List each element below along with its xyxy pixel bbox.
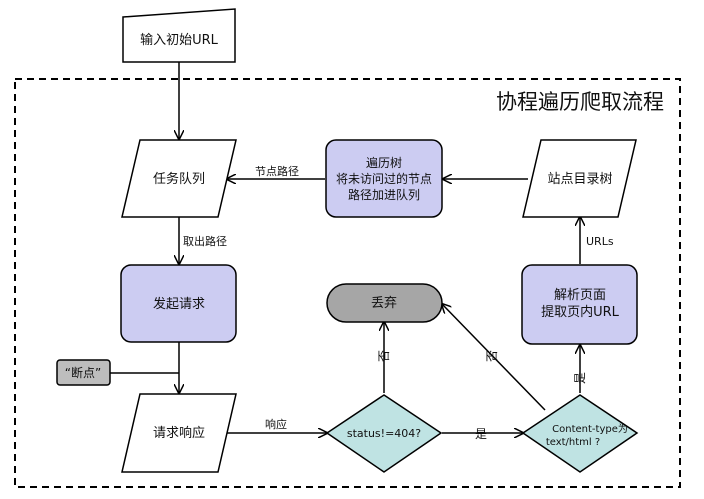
parse-page-node xyxy=(521,264,638,345)
content-type-check-node xyxy=(521,394,639,473)
traverse-tree-line3: 路径加进队列 xyxy=(348,187,420,202)
input-url-label: 输入初始URL xyxy=(140,32,219,48)
site-tree-label: 站点目录树 xyxy=(547,172,612,187)
diagram-title: 协程遍历爬取流程 xyxy=(496,90,664,114)
parse-page-line1: 解析页面 xyxy=(554,288,606,303)
traverse-tree-line2: 将未访问过的节点 xyxy=(336,171,432,186)
edge-label-yes-content: 是 xyxy=(573,372,587,384)
response-node xyxy=(121,393,237,473)
input-url-node xyxy=(122,8,236,63)
edge-label-yes-status: 是 xyxy=(475,427,487,441)
send-request-node xyxy=(120,264,237,343)
task-queue-node xyxy=(121,139,237,218)
edge-label-node-path: 节点路径 xyxy=(255,165,299,178)
status-check-node xyxy=(325,394,443,473)
edge-label-response: 响应 xyxy=(265,417,287,431)
traverse-tree-line1: 遍历树 xyxy=(366,155,402,170)
breakpoint-label: “断点” xyxy=(65,365,101,380)
coroutine-boundary xyxy=(14,78,681,488)
response-label: 请求响应 xyxy=(153,425,205,441)
status-check-label: status!=404? xyxy=(347,427,421,440)
task-queue-label: 任务队列 xyxy=(153,171,205,187)
site-tree-node xyxy=(522,139,637,218)
send-request-label: 发起请求 xyxy=(153,296,205,312)
discard-node xyxy=(326,283,443,323)
edge-label-urls: URLs xyxy=(586,235,614,248)
edge-content-to-discard xyxy=(442,304,546,411)
traverse-tree-node xyxy=(325,139,443,218)
parse-page-line2: 提取页内URL xyxy=(541,304,620,320)
edge-label-no-status: 否 xyxy=(377,350,391,362)
content-type-line1: Content-type为 xyxy=(552,423,628,435)
discard-label: 丢弃 xyxy=(371,296,397,311)
edge-label-no-content: 否 xyxy=(485,350,499,362)
edge-label-take-path: 取出路径 xyxy=(183,234,227,248)
content-type-line2: text/html ? xyxy=(546,437,600,448)
breakpoint-node xyxy=(56,359,111,386)
